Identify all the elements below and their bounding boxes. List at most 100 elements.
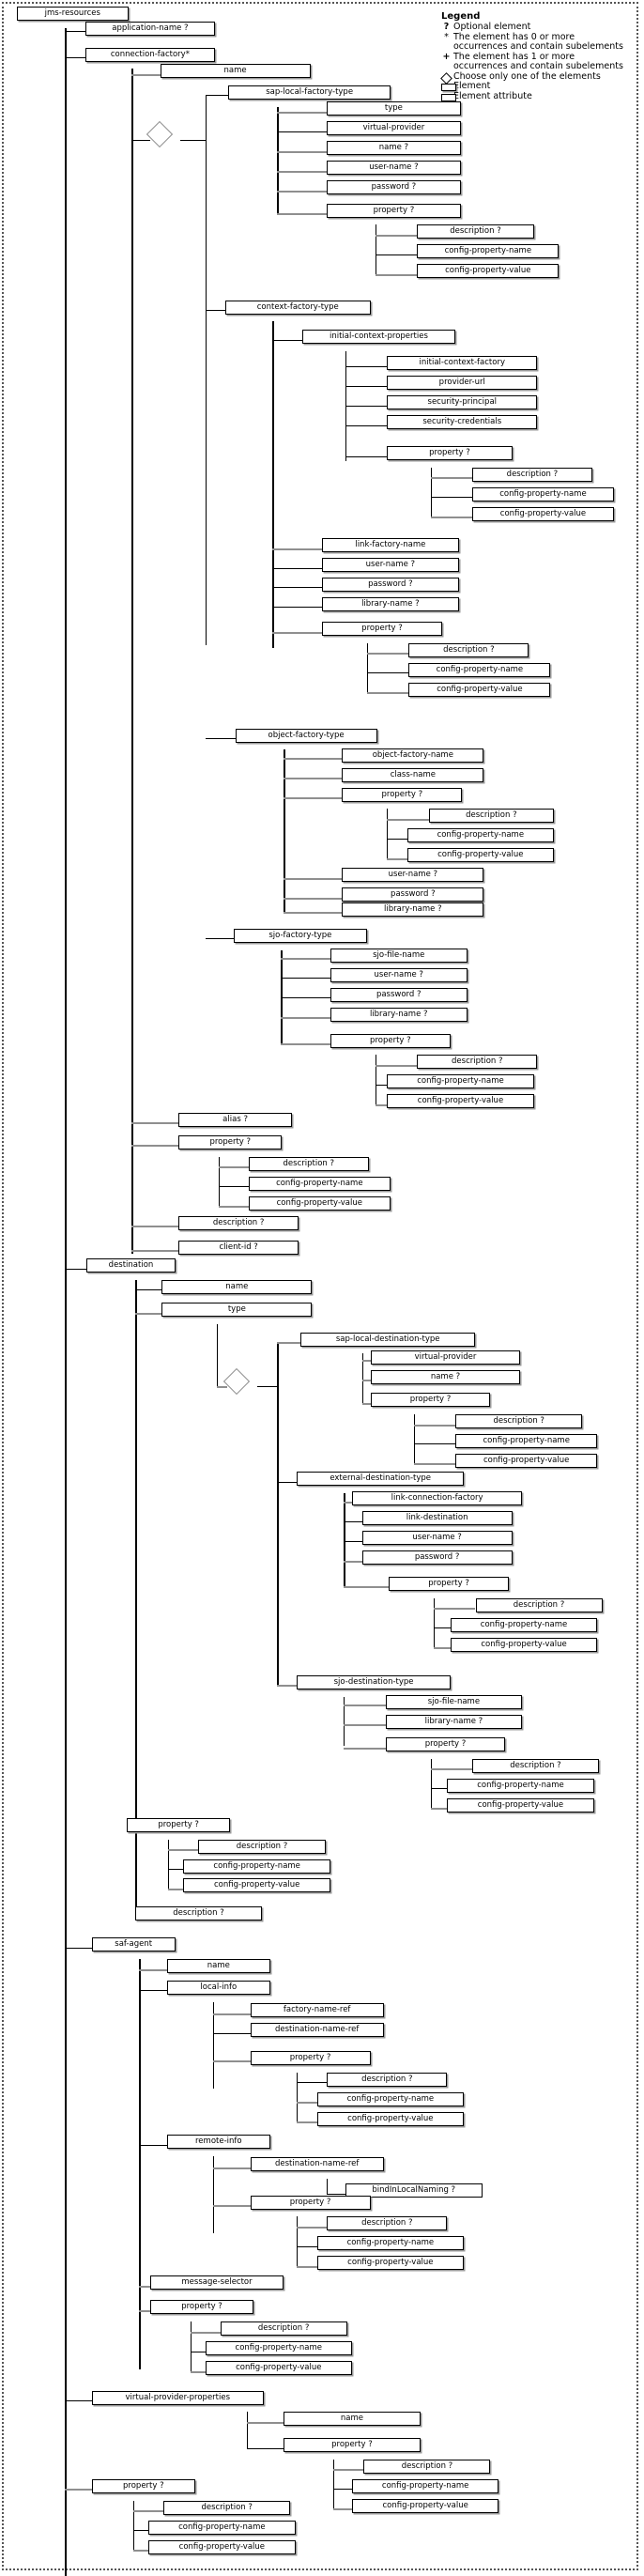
node-edt-link-destination[interactable]: link-destination — [361, 1511, 513, 1526]
node-sldt-virtual-provider[interactable]: virtual-provider — [370, 1350, 521, 1365]
node-ri-config-property-name[interactable]: config-property-name — [316, 2236, 465, 2251]
node-sjodt-property[interactable]: property ? — [385, 1737, 506, 1752]
node-destination[interactable]: destination — [86, 1258, 176, 1273]
node-context-factory-type[interactable]: context-factory-type — [224, 300, 371, 315]
node-slft-user-name[interactable]: user-name ? — [327, 161, 461, 176]
node-dest-prop-description[interactable]: description ? — [198, 1839, 326, 1854]
node-sjoft-file-name[interactable]: sjo-file-name — [330, 948, 468, 963]
node-oft-description[interactable]: description ? — [428, 809, 555, 824]
node-edt-property[interactable]: property ? — [389, 1576, 510, 1591]
node-oft-class-name[interactable]: class-name — [342, 767, 484, 782]
node-icp-description[interactable]: description ? — [471, 467, 592, 482]
node-edt-link-connection-factory[interactable]: link-connection-factory — [351, 1491, 523, 1506]
node-li-config-property-name[interactable]: config-property-name — [316, 2091, 465, 2106]
node-cft-password[interactable]: password ? — [322, 577, 459, 592]
node-saf-name[interactable]: name — [166, 1959, 270, 1974]
node-slft-config-property-name[interactable]: config-property-name — [417, 244, 560, 259]
node-object-factory-type[interactable]: object-factory-type — [235, 728, 377, 743]
node-saf-local-info[interactable]: local-info — [166, 1980, 270, 1995]
node-sjoft-user-name[interactable]: user-name ? — [330, 967, 468, 982]
node-vpp-name[interactable]: name — [284, 2412, 421, 2427]
node-dest-property[interactable]: property ? — [127, 1817, 231, 1832]
node-cf-description[interactable]: description ? — [178, 1215, 299, 1230]
node-edt-config-property-value[interactable]: config-property-value — [450, 1637, 598, 1652]
node-li-factory-name-ref[interactable]: factory-name-ref — [250, 2003, 384, 2018]
node-dest-type[interactable]: type — [161, 1303, 313, 1318]
node-ri-property[interactable]: property ? — [250, 2195, 371, 2210]
node-cf-property[interactable]: property ? — [178, 1135, 283, 1150]
node-edt-config-property-name[interactable]: config-property-name — [450, 1617, 598, 1632]
node-cft-property[interactable]: property ? — [322, 622, 442, 637]
node-vpp-property[interactable]: property ? — [284, 2438, 421, 2453]
node-ri-destination-name-ref[interactable]: destination-name-ref — [250, 2157, 384, 2172]
node-oft-library-name[interactable]: library-name ? — [342, 902, 484, 917]
node-ri-description[interactable]: description ? — [327, 2216, 448, 2231]
node-saf-prop-config-property-value[interactable]: config-property-value — [205, 2361, 352, 2376]
node-vpp-config-property-value[interactable]: config-property-value — [351, 2498, 499, 2513]
node-saf-property[interactable]: property ? — [149, 2300, 254, 2315]
node-icp-provider-url[interactable]: provider-url — [387, 376, 538, 391]
node-oft-config-property-name[interactable]: config-property-name — [406, 828, 555, 843]
node-edt-description[interactable]: description ? — [475, 1597, 603, 1612]
node-slft-password[interactable]: password ? — [327, 180, 461, 195]
node-icp-config-property-value[interactable]: config-property-value — [471, 506, 614, 521]
node-slft-config-property-value[interactable]: config-property-value — [417, 264, 560, 279]
node-sjodt-library-name[interactable]: library-name ? — [385, 1714, 523, 1729]
node-application-name[interactable]: application-name ? — [84, 21, 216, 36]
node-virtual-provider-properties[interactable]: virtual-provider-properties — [91, 2390, 264, 2405]
node-slft-property[interactable]: property ? — [327, 203, 461, 218]
node-oft-password[interactable]: password ? — [342, 887, 484, 902]
node-external-destination-type[interactable]: external-destination-type — [297, 1472, 465, 1487]
node-ri-config-property-value[interactable]: config-property-value — [316, 2256, 465, 2271]
node-root-prop-description[interactable]: description ? — [163, 2500, 291, 2515]
node-saf-prop-config-property-name[interactable]: config-property-name — [205, 2341, 352, 2356]
node-sjoft-description[interactable]: description ? — [417, 1055, 538, 1070]
node-edt-user-name[interactable]: user-name ? — [361, 1531, 513, 1546]
node-sldt-name[interactable]: name ? — [370, 1369, 521, 1384]
node-slft-virtual-provider[interactable]: virtual-provider — [327, 121, 461, 136]
node-cft-library-name[interactable]: library-name ? — [322, 596, 459, 611]
node-icp-security-credentials[interactable]: security-credentials — [387, 415, 538, 430]
node-sldt-config-property-value[interactable]: config-property-value — [455, 1453, 598, 1468]
node-ri-bind-in-local-naming[interactable]: bindInLocalNaming ? — [345, 2183, 483, 2198]
node-li-config-property-value[interactable]: config-property-value — [316, 2111, 465, 2126]
node-oft-property[interactable]: property ? — [342, 787, 463, 802]
node-dest-prop-config-property-value[interactable]: config-property-value — [183, 1878, 330, 1893]
node-slft-description[interactable]: description ? — [417, 224, 534, 239]
node-sjo-destination-type[interactable]: sjo-destination-type — [297, 1674, 451, 1689]
node-cft-config-property-value[interactable]: config-property-value — [408, 682, 551, 697]
node-oft-user-name[interactable]: user-name ? — [342, 868, 484, 883]
node-sldt-description[interactable]: description ? — [455, 1414, 583, 1429]
node-icp-initial-context-factory[interactable]: initial-context-factory — [387, 356, 538, 371]
node-dest-name[interactable]: name — [161, 1279, 313, 1294]
node-saf-agent[interactable]: saf-agent — [91, 1937, 176, 1952]
node-saf-message-selector[interactable]: message-selector — [149, 2275, 284, 2291]
node-icp-config-property-name[interactable]: config-property-name — [471, 486, 614, 501]
node-sldt-config-property-name[interactable]: config-property-name — [455, 1433, 598, 1448]
node-cf-alias[interactable]: alias ? — [178, 1112, 292, 1127]
node-slft-name[interactable]: name ? — [327, 141, 461, 156]
node-root-prop-config-property-value[interactable]: config-property-value — [148, 2539, 296, 2554]
node-dest-prop-config-property-name[interactable]: config-property-name — [183, 1859, 330, 1874]
node-sjoft-config-property-name[interactable]: config-property-name — [387, 1074, 534, 1089]
node-sjodt-description[interactable]: description ? — [471, 1758, 599, 1773]
node-cf-prop-description[interactable]: description ? — [248, 1156, 369, 1171]
node-sjodt-config-property-name[interactable]: config-property-name — [447, 1778, 594, 1793]
node-vpp-config-property-name[interactable]: config-property-name — [351, 2478, 499, 2493]
node-li-destination-name-ref[interactable]: destination-name-ref — [250, 2023, 384, 2038]
node-saf-remote-info[interactable]: remote-info — [166, 2135, 270, 2150]
node-sjoft-library-name[interactable]: library-name ? — [330, 1007, 468, 1022]
node-cft-config-property-name[interactable]: config-property-name — [408, 662, 551, 677]
node-sldt-property[interactable]: property ? — [370, 1393, 491, 1408]
node-cft-description[interactable]: description ? — [408, 642, 529, 657]
node-sjodt-file-name[interactable]: sjo-file-name — [385, 1694, 523, 1709]
node-sap-local-factory-type[interactable]: sap-local-factory-type — [228, 85, 391, 100]
node-initial-context-properties[interactable]: initial-context-properties — [301, 330, 456, 345]
node-icp-security-principal[interactable]: security-principal — [387, 395, 538, 410]
node-li-description[interactable]: description ? — [327, 2072, 448, 2087]
node-cf-client-id[interactable]: client-id ? — [178, 1240, 299, 1255]
node-cf-prop-config-property-name[interactable]: config-property-name — [248, 1176, 391, 1191]
node-icp-property[interactable]: property ? — [387, 446, 513, 461]
node-cft-link-factory-name[interactable]: link-factory-name — [322, 538, 459, 553]
node-connection-factory[interactable]: connection-factory* — [84, 47, 216, 62]
